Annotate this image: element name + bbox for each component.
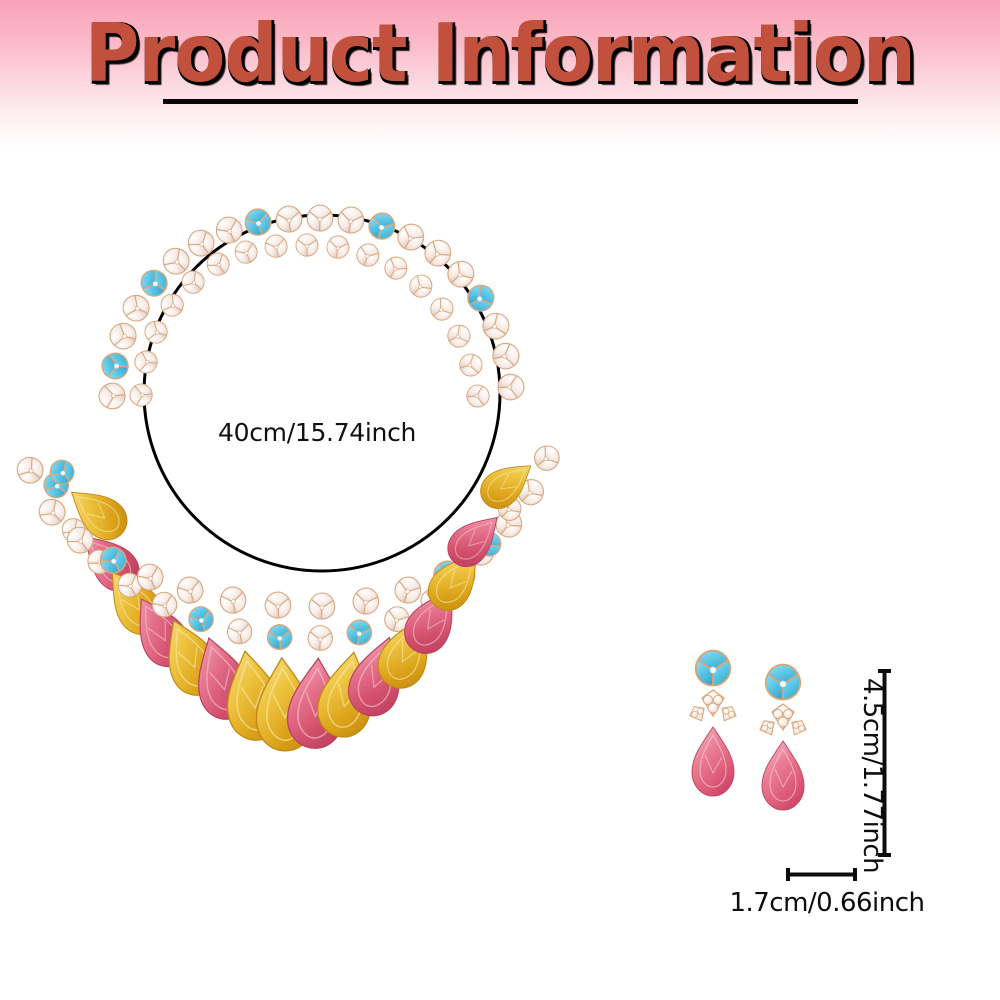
necklace-size-circle bbox=[142, 213, 502, 573]
title-underline bbox=[163, 99, 858, 104]
height-dimension-bar bbox=[878, 669, 891, 857]
earring-width-dimension: 1.7cm/0.66inch bbox=[727, 868, 927, 928]
necklace-size-label: 40cm/15.74inch bbox=[218, 418, 417, 447]
header-gradient-band bbox=[0, 0, 1000, 150]
earring-height-label: 4.5cm/1.77inch bbox=[857, 678, 887, 874]
width-dimension-bar bbox=[786, 868, 857, 881]
earrings-illustration bbox=[670, 620, 870, 870]
earring-right bbox=[756, 663, 810, 811]
earring-left bbox=[686, 649, 740, 797]
necklace-festoon bbox=[11, 440, 565, 754]
earring-height-dimension: 4.5cm/1.77inch bbox=[857, 668, 988, 873]
earring-width-label: 1.7cm/0.66inch bbox=[729, 888, 925, 918]
necklace-illustration: 40cm/15.74inch bbox=[0, 140, 640, 780]
title-block: Product Information bbox=[0, 0, 1000, 120]
page-title: Product Information bbox=[84, 7, 916, 100]
necklace-collar-arc bbox=[97, 204, 525, 411]
